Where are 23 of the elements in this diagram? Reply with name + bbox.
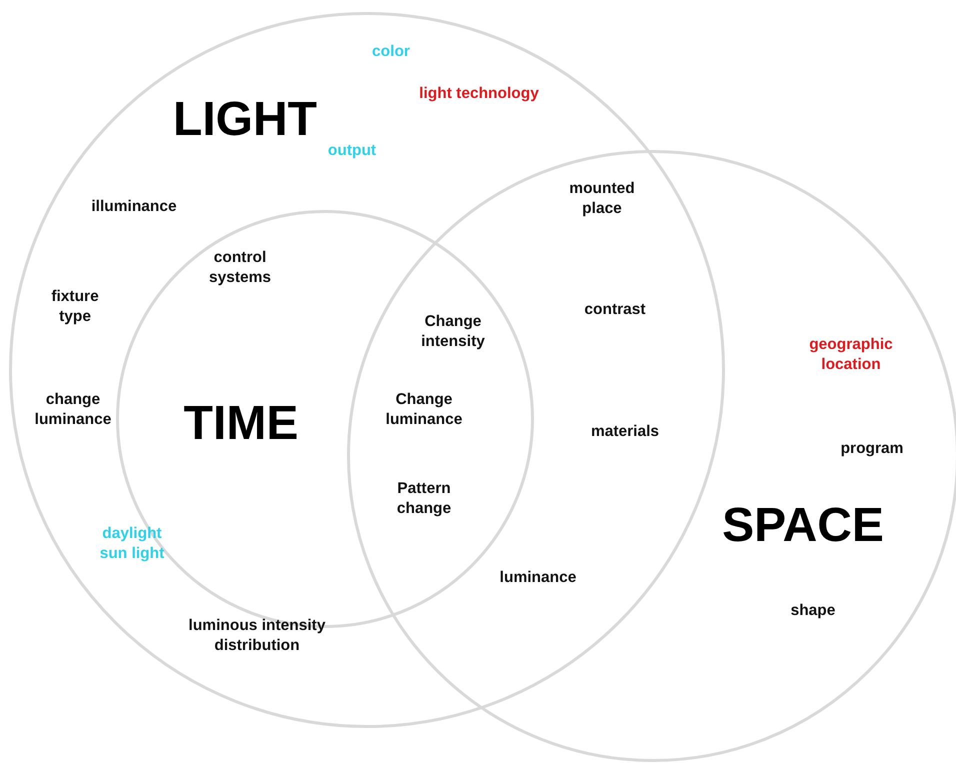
circle-title: SPACE bbox=[722, 502, 884, 550]
term-label: mounted place bbox=[568, 178, 636, 219]
circle-title: TIME bbox=[184, 400, 298, 448]
term-label: materials bbox=[590, 422, 660, 442]
term-label: shape bbox=[790, 600, 836, 621]
term-label: Change luminance bbox=[384, 390, 464, 430]
term-label: change luminance bbox=[34, 390, 112, 430]
term-label: geographic location bbox=[808, 334, 894, 375]
term-label: control systems bbox=[208, 248, 272, 288]
term-label: luminous intensity distribution bbox=[188, 616, 326, 656]
circle-title: LIGHT bbox=[173, 96, 317, 144]
term-label: light technology bbox=[419, 84, 539, 104]
term-label: Change intensity bbox=[420, 312, 486, 352]
term-label: daylight sun light bbox=[98, 524, 166, 564]
term-label: Pattern change bbox=[396, 478, 452, 519]
term-label: contrast bbox=[584, 300, 646, 320]
term-label: luminance bbox=[500, 568, 576, 588]
term-label: output bbox=[328, 140, 376, 161]
term-label: illuminance bbox=[91, 196, 177, 217]
term-label: fixture type bbox=[50, 286, 100, 327]
term-label: color bbox=[372, 42, 410, 62]
venn-circle bbox=[9, 12, 725, 728]
term-label: program bbox=[840, 438, 904, 459]
